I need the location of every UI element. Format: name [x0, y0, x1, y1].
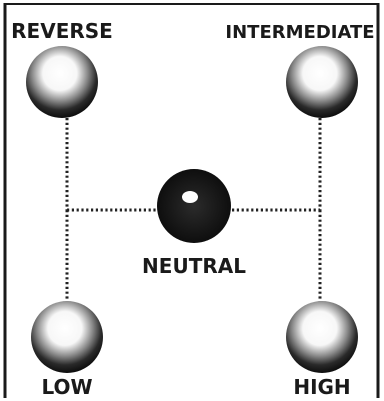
label-neutral: NEUTRAL: [142, 254, 246, 278]
shift-paths: [65, 118, 322, 305]
label-intermediate: INTERMEDIATE: [225, 22, 374, 43]
knob-high-ball: [286, 301, 358, 373]
frame: [3, 3, 380, 398]
knob-low: [31, 301, 103, 373]
label-low: LOW: [41, 375, 92, 399]
label-reverse: REVERSE: [11, 19, 113, 43]
knob-intermediate-ball: [286, 46, 358, 118]
knob-intermediate: [286, 46, 358, 118]
knob-reverse-ball: [26, 46, 98, 118]
label-high: HIGH: [293, 375, 350, 399]
knob-high: [286, 301, 358, 373]
knob-reverse: [26, 46, 98, 118]
knob-neutral: [157, 169, 231, 243]
knob-neutral-ball: [157, 169, 231, 243]
knob-neutral-highlight: [182, 191, 198, 203]
knob-low-ball: [31, 301, 103, 373]
